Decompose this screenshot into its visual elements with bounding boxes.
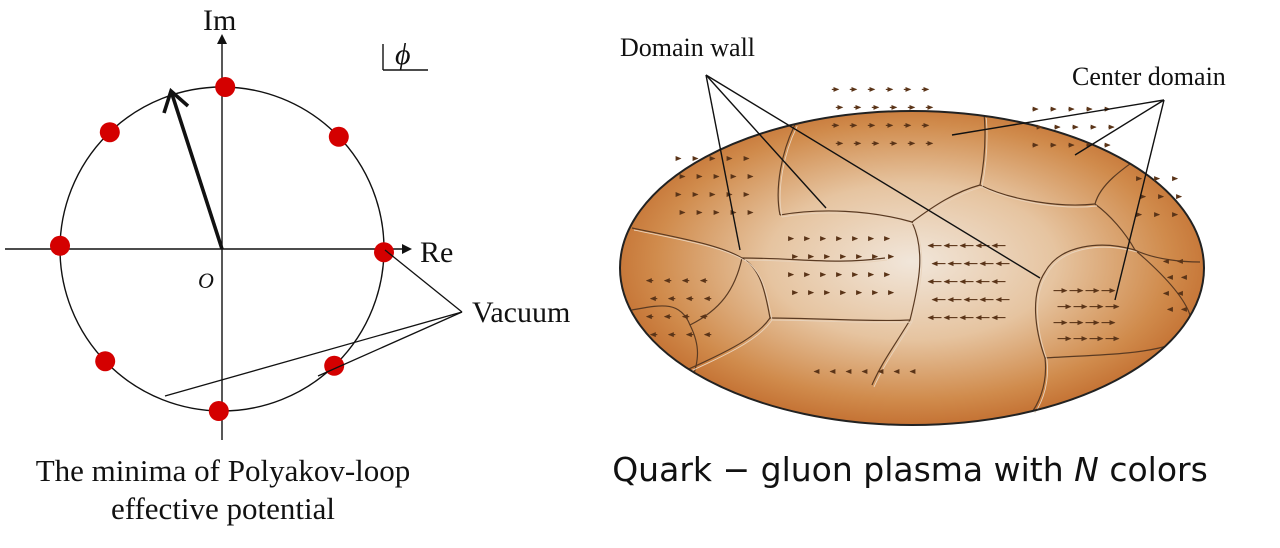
vacua-dots [50,77,394,421]
imaginary-axis-label: Im [203,4,236,37]
right-caption-suffix: colors [1098,450,1208,489]
center-domain-callouts [951,99,1165,301]
vacuum-dot [215,77,236,97]
domain-walls-inner [633,113,1138,423]
plasma-ellipse-border [619,110,1205,426]
left-caption: The minima of Polyakov-loop effective po… [0,452,446,528]
vacuum-dot [50,235,70,256]
vacuum-label: Vacuum [472,296,570,329]
quark-gluon-plasma-diagram: Domain wall Center domain [619,33,1226,426]
plasma-ellipse [620,111,1204,425]
right-caption: Quark − gluon plasma with N colors [560,450,1260,490]
polyakov-loop-vector [169,90,224,250]
vector-arrowhead [162,87,190,114]
vacuum-dot [99,122,120,143]
origin-label: O [198,268,214,293]
vacuum-callout-lines [164,249,463,397]
domain-wall-callouts [705,74,1041,279]
vacuum-dot [374,242,394,263]
phase-label: ϕ [395,38,411,71]
domain-walls [631,111,1201,421]
center-domain-label: Center domain [1072,62,1226,91]
right-caption-prefix: Quark − gluon plasma with [612,450,1075,489]
domain-wall-label: Domain wall [620,33,755,62]
real-axis-label: Re [420,236,453,269]
left-caption-line1: The minima of Polyakov-loop [35,453,411,488]
right-caption-variable: N [1074,450,1099,489]
field-arrows [645,86,1187,374]
vacuum-dot [328,126,349,147]
polyakov-loop-plot: Re Im O ϕ Vacuum [5,4,570,440]
vacuum-dot [95,351,116,372]
phase-angle-symbol: ϕ [382,38,428,71]
left-caption-line2: effective potential [110,491,336,526]
vacuum-dot [208,401,229,421]
